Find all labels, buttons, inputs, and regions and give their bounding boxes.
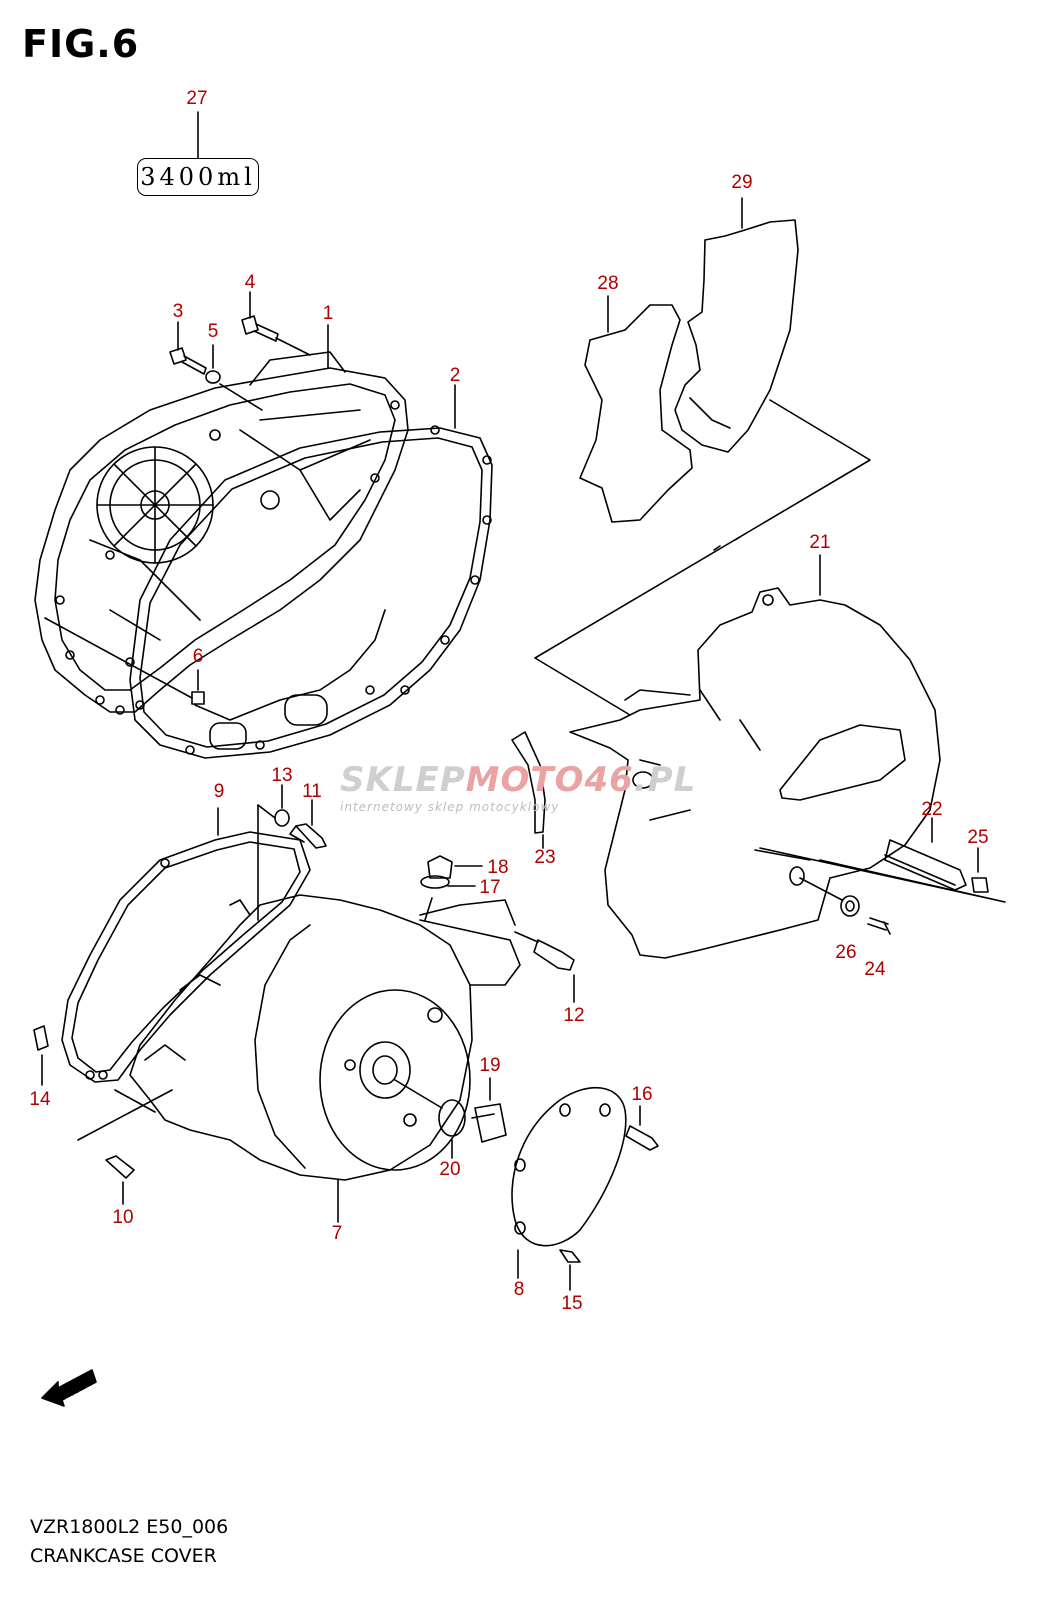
fwd-arrow-icon <box>41 1369 97 1407</box>
part-label-29[interactable]: 29 <box>731 172 753 193</box>
part-1-inner-cover[interactable] <box>34 351 409 715</box>
part-16-screw[interactable] <box>625 1105 659 1151</box>
part-17-oring[interactable] <box>420 875 476 921</box>
part-label-16[interactable]: 16 <box>631 1084 653 1105</box>
part-20-oring[interactable] <box>394 1079 466 1159</box>
part-label-2[interactable]: 2 <box>449 365 461 386</box>
section-name: CRANKCASE COVER <box>30 1545 217 1567</box>
part-26-grommet[interactable] <box>789 866 860 917</box>
part-29-plate[interactable] <box>674 197 799 453</box>
part-6-dowel[interactable] <box>44 617 205 705</box>
part-label-11[interactable]: 11 <box>302 781 322 802</box>
part-label-26[interactable]: 26 <box>835 942 857 963</box>
part-label-14[interactable]: 14 <box>29 1089 51 1110</box>
part-label-10[interactable]: 10 <box>112 1207 134 1228</box>
part-label-7[interactable]: 7 <box>331 1223 343 1244</box>
part-label-3[interactable]: 3 <box>172 301 184 322</box>
part-label-21[interactable]: 21 <box>809 532 831 553</box>
part-label-13[interactable]: 13 <box>271 765 293 786</box>
part-label-5[interactable]: 5 <box>207 321 219 342</box>
part-25-nut[interactable] <box>971 847 989 893</box>
part-21-outer-cover[interactable] <box>569 554 941 959</box>
part-label-24[interactable]: 24 <box>864 959 886 980</box>
part-13-washer[interactable] <box>257 784 290 921</box>
part-12-bolt[interactable] <box>514 931 575 1003</box>
part-19-plug[interactable] <box>471 1077 507 1143</box>
sealant-box: 3400ml <box>137 158 259 196</box>
part-label-27[interactable]: 27 <box>186 88 208 109</box>
part-label-23[interactable]: 23 <box>534 847 556 868</box>
part-18-plug[interactable] <box>427 855 483 879</box>
part-label-25[interactable]: 25 <box>967 827 989 848</box>
part-22-bolt[interactable] <box>884 817 967 891</box>
part-11-bolt[interactable] <box>289 799 327 849</box>
part-label-12[interactable]: 12 <box>563 1005 585 1026</box>
part-label-8[interactable]: 8 <box>513 1279 525 1300</box>
part-24-screw[interactable] <box>867 917 891 935</box>
model-code: VZR1800L2 E50_006 <box>30 1516 229 1538</box>
part-10-bolt[interactable] <box>77 1089 173 1205</box>
part-9-gasket[interactable] <box>61 807 311 1083</box>
part-label-17[interactable]: 17 <box>479 877 501 898</box>
part-label-1[interactable]: 1 <box>322 303 334 324</box>
part-label-15[interactable]: 15 <box>561 1293 583 1314</box>
part-label-4[interactable]: 4 <box>244 272 256 293</box>
part-15-screw[interactable] <box>559 1249 581 1291</box>
part-label-28[interactable]: 28 <box>597 273 619 294</box>
part-28-plate[interactable] <box>579 295 693 523</box>
guide-lines-22-25 <box>759 847 1006 903</box>
part-label-18[interactable]: 18 <box>487 857 509 878</box>
part-23-seal[interactable] <box>511 731 546 849</box>
part-8-plate[interactable] <box>511 1086 627 1279</box>
figure-title: FIG.6 <box>22 22 140 66</box>
watermark-tagline: internetowy sklep motocyklowy <box>340 800 560 814</box>
part-14-dowel[interactable] <box>33 1025 49 1086</box>
guide-lines-21 <box>534 399 871 716</box>
watermark-brand: SKLEPMOTO46.PL <box>340 760 697 800</box>
part-3-bolt[interactable] <box>169 321 207 375</box>
part-label-19[interactable]: 19 <box>479 1055 501 1076</box>
part-7-cover[interactable] <box>129 894 521 1223</box>
part-label-9[interactable]: 9 <box>213 781 225 802</box>
part-5-washer[interactable] <box>205 344 263 411</box>
part-label-22[interactable]: 22 <box>921 799 943 820</box>
part-label-6[interactable]: 6 <box>192 646 204 667</box>
part-2-gasket[interactable] <box>129 384 493 759</box>
part-label-20[interactable]: 20 <box>439 1159 461 1180</box>
part-4-bolt[interactable] <box>241 291 311 356</box>
